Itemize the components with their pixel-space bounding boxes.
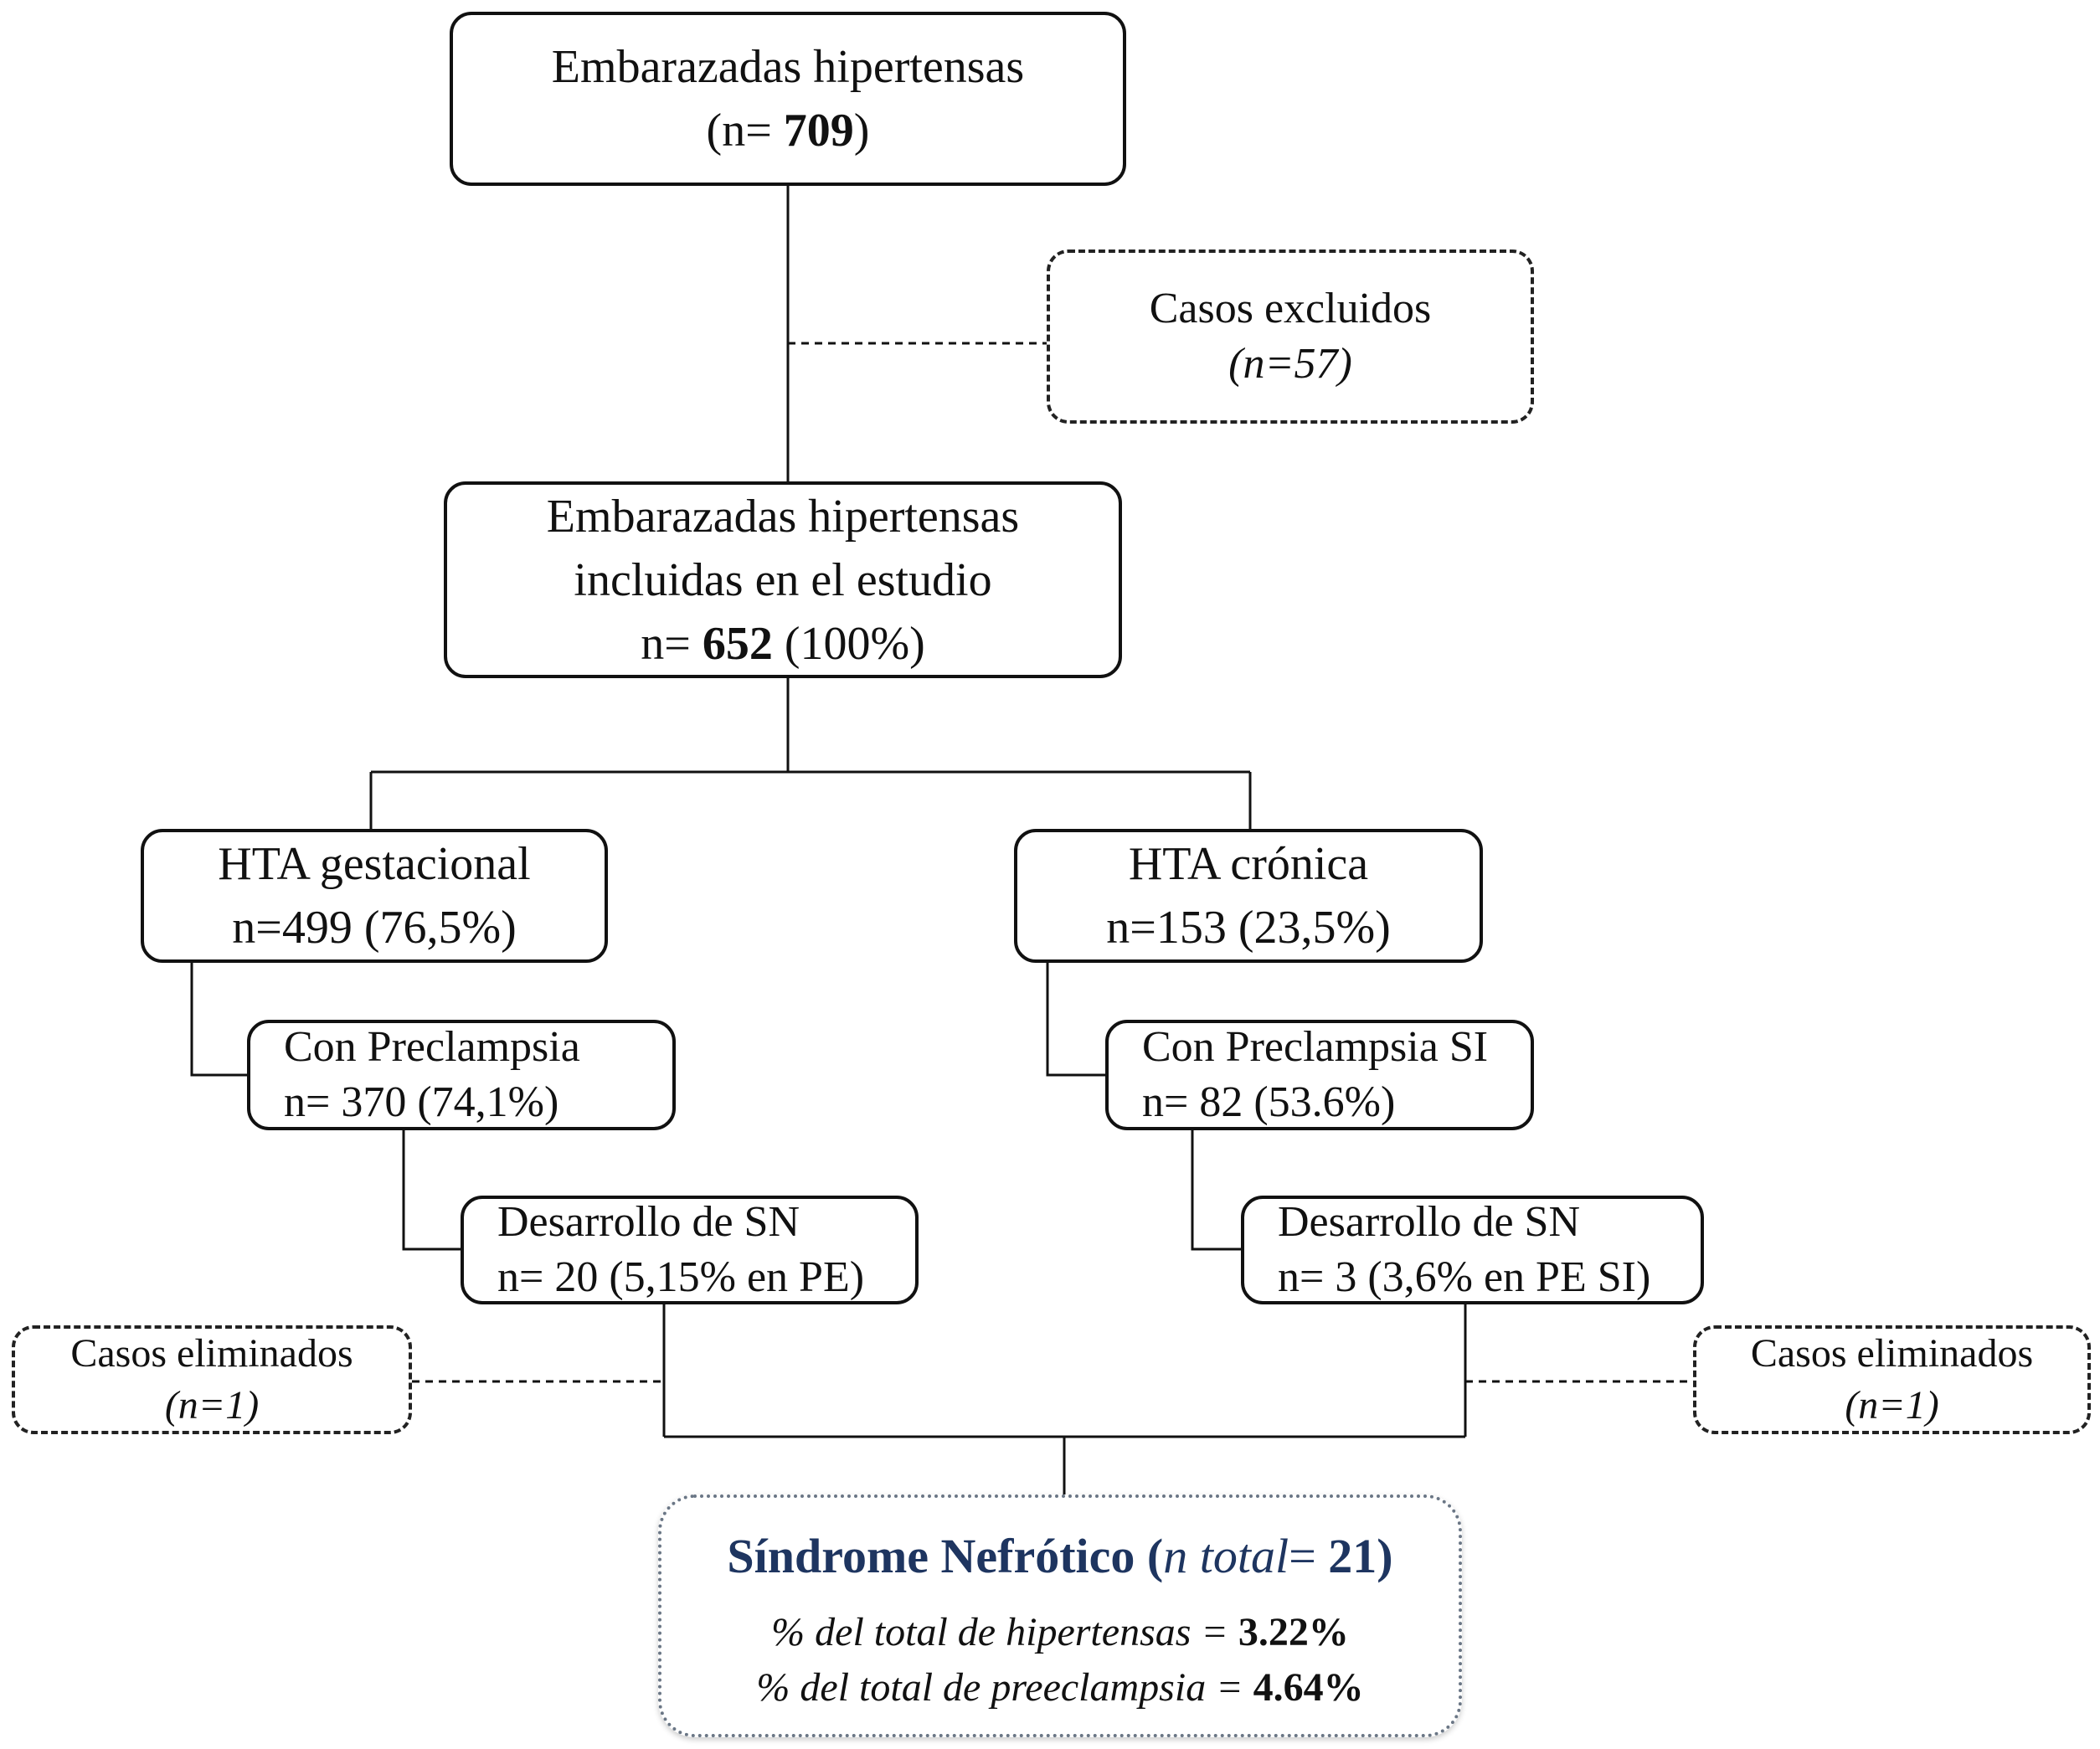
- node-count: (n= 709): [706, 105, 870, 157]
- node-count: n= 82 (53.6%): [1142, 1078, 1396, 1126]
- node-gestational-sn-development: Desarrollo de SN n= 20 (5,15% en PE): [461, 1196, 919, 1304]
- node-title: Con Preclampsia: [284, 1023, 580, 1071]
- node-title: HTA gestacional: [218, 838, 531, 890]
- node-nephrotic-syndrome-result: Síndrome Nefrótico (n total= 21) % del t…: [658, 1494, 1462, 1737]
- node-chronic-hypertension: HTA crónica n=153 (23,5%): [1014, 829, 1483, 963]
- node-gestational-preeclampsia: Con Preclampsia n= 370 (74,1%): [247, 1020, 676, 1130]
- result-stat-preeclampsia: % del total de preeclampsia = 4.64%: [756, 1665, 1364, 1710]
- node-title: Embarazadas hipertensas: [551, 41, 1025, 93]
- node-title-line2: incluidas en el estudio: [574, 553, 992, 606]
- node-count: n= 3 (3,6% en PE SI): [1278, 1253, 1651, 1301]
- node-title: Desarrollo de SN: [1278, 1198, 1581, 1246]
- node-title: Casos eliminados: [70, 1331, 353, 1376]
- node-title: HTA crónica: [1128, 838, 1369, 890]
- node-count: n= 652 (100%): [641, 617, 925, 670]
- node-count: n= 370 (74,1%): [284, 1078, 559, 1126]
- result-title: Síndrome Nefrótico (n total= 21): [727, 1529, 1393, 1583]
- node-chronic-preeclampsia: Con Preclampsia SI n= 82 (53.6%): [1105, 1020, 1534, 1130]
- node-included-in-study: Embarazadas hipertensas incluidas en el …: [444, 481, 1122, 678]
- node-title: Casos excluidos: [1149, 285, 1432, 332]
- result-stat-hypertensive: % del total de hipertensas = 3.22%: [771, 1610, 1349, 1654]
- node-count: n=153 (23,5%): [1106, 902, 1391, 954]
- node-eliminated-cases-right: Casos eliminados (n=1): [1693, 1325, 2091, 1434]
- node-count: n= 20 (5,15% en PE): [497, 1253, 865, 1301]
- node-count: (n=1): [1845, 1383, 1939, 1427]
- node-eliminated-cases-left: Casos eliminados (n=1): [12, 1325, 412, 1434]
- connector-gestational-to-preeclampsia: [190, 963, 247, 1077]
- node-title-line1: Embarazadas hipertensas: [546, 490, 1020, 543]
- connector-preeclampsia-to-sn-right: [1191, 1130, 1241, 1251]
- node-hypertensive-pregnant: Embarazadas hipertensas (n= 709): [450, 12, 1126, 186]
- connector-chronic-to-preeclampsia: [1046, 963, 1105, 1077]
- node-count: n=499 (76,5%): [232, 902, 517, 954]
- node-count: (n=1): [164, 1383, 260, 1427]
- node-count: (n=57): [1228, 340, 1352, 388]
- node-gestational-hypertension: HTA gestacional n=499 (76,5%): [141, 829, 608, 963]
- node-title: Con Preclampsia SI: [1142, 1023, 1489, 1071]
- node-title: Desarrollo de SN: [497, 1198, 800, 1246]
- node-title: Casos eliminados: [1750, 1331, 2034, 1376]
- connector-preeclampsia-to-sn-left: [402, 1130, 461, 1251]
- node-excluded-cases: Casos excluidos (n=57): [1047, 249, 1534, 424]
- node-chronic-sn-development: Desarrollo de SN n= 3 (3,6% en PE SI): [1241, 1196, 1704, 1304]
